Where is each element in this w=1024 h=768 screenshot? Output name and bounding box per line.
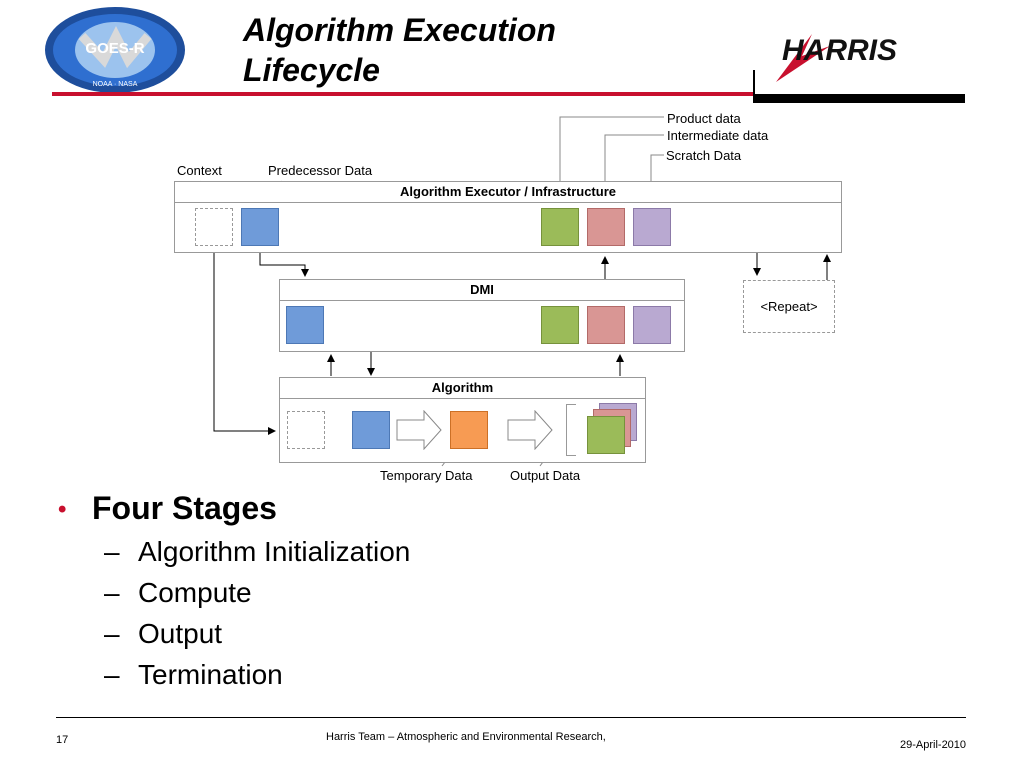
temporary-data-label: Temporary Data	[380, 468, 473, 483]
stage-label: Compute	[138, 577, 252, 608]
algorithm-title: Algorithm	[280, 378, 645, 399]
output-green-box	[587, 416, 625, 454]
arrow-right-icon	[507, 410, 553, 450]
product-data-label: Product data	[667, 111, 741, 126]
dmi-blue-box	[286, 306, 324, 344]
executor-panel: Algorithm Executor / Infrastructure	[174, 181, 842, 253]
intermediate-data-box	[587, 208, 625, 246]
predecessor-data-box	[241, 208, 279, 246]
dmi-title: DMI	[280, 280, 684, 301]
stage-item: –Algorithm Initialization	[104, 536, 411, 567]
bullet-dot-icon: •	[58, 496, 67, 523]
bullet-main-text: Four Stages	[92, 490, 277, 526]
title-line-1: Algorithm Execution	[243, 12, 556, 48]
repeat-label: <Repeat>	[760, 299, 818, 314]
repeat-box: <Repeat>	[743, 280, 835, 333]
output-bracket	[566, 404, 576, 456]
page-number: 17	[56, 734, 69, 746]
dmi-purple-box	[633, 306, 671, 344]
footer-credit: Harris Team – Atmospheric and Environmen…	[326, 731, 606, 743]
stage-item: –Compute	[104, 577, 252, 608]
title-rule-bar	[754, 94, 965, 103]
footer-rule	[56, 717, 966, 718]
stage-label: Termination	[138, 659, 283, 690]
temporary-data-box	[450, 411, 488, 449]
slide-title: Algorithm Execution Lifecycle	[243, 10, 663, 90]
algorithm-context-box	[287, 411, 325, 449]
product-data-box	[541, 208, 579, 246]
intermediate-data-label: Intermediate data	[667, 128, 769, 143]
svg-text:NOAA · NASA: NOAA · NASA	[93, 81, 138, 88]
stage-item: –Output	[104, 618, 223, 649]
dmi-red-box	[587, 306, 625, 344]
scratch-data-label: Scratch Data	[666, 148, 742, 163]
algorithm-input-box	[352, 411, 390, 449]
scratch-data-box	[633, 208, 671, 246]
stage-label: Output	[138, 618, 223, 649]
footer-date: 29-April-2010	[900, 739, 967, 751]
bullet-four-stages: • Four Stages	[58, 490, 358, 530]
predecessor-data-label: Predecessor Data	[268, 163, 373, 178]
goes-r-logo: GOES-R NOAA · NASA	[45, 7, 185, 93]
dmi-green-box	[541, 306, 579, 344]
output-data-label: Output Data	[510, 468, 581, 483]
title-rule	[52, 92, 754, 96]
executor-title: Algorithm Executor / Infrastructure	[175, 182, 841, 203]
title-line-2: Lifecycle	[243, 52, 380, 88]
stage-label: Algorithm Initialization	[138, 536, 411, 567]
svg-text:GOES-R: GOES-R	[85, 40, 144, 57]
svg-text:HARRIS: HARRIS	[782, 34, 897, 67]
context-label: Context	[177, 163, 222, 178]
arrow-right-icon	[396, 410, 442, 450]
stage-item: –Termination	[104, 659, 283, 690]
context-box	[195, 208, 233, 246]
harris-logo: HARRIS	[776, 34, 897, 82]
title-divider	[753, 70, 755, 103]
